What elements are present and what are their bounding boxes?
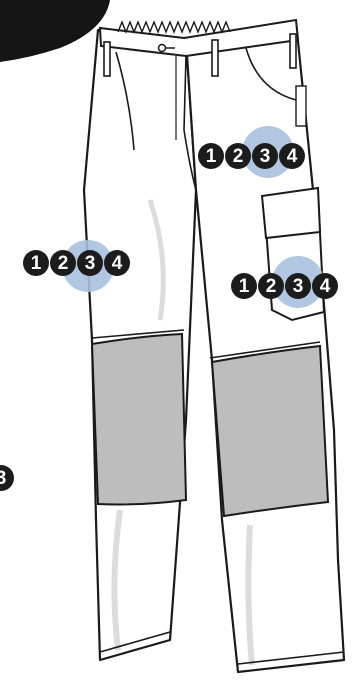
badge-group-hip-right: 1 2 3 4	[198, 143, 305, 169]
phone-pocket	[296, 86, 306, 126]
waist-button	[159, 45, 166, 52]
number-badge: 2	[258, 273, 284, 299]
badge-group-thigh-left: 1 2 3 4	[23, 250, 130, 276]
number-badge: 4	[279, 143, 305, 169]
number-badge: 3	[77, 250, 103, 276]
elastic-ruching	[118, 22, 230, 32]
number-badge: 2	[50, 250, 76, 276]
knee-pad-right	[212, 346, 328, 516]
belt-loop	[212, 40, 218, 76]
number-badge: 2	[225, 143, 251, 169]
number-badge: 1	[198, 143, 224, 169]
belt-loop	[290, 34, 296, 68]
number-badge: 3	[252, 143, 278, 169]
knee-pad-left	[92, 334, 186, 505]
number-badge: 1	[23, 250, 49, 276]
number-badge: 4	[104, 250, 130, 276]
dark-banner-shape	[0, 0, 110, 62]
cargo-pocket-flap	[262, 188, 320, 238]
number-badge: 1	[231, 273, 257, 299]
number-badge: 4	[312, 273, 338, 299]
badge-group-cargo-pocket: 1 2 3 4	[231, 273, 338, 299]
belt-loop	[104, 42, 110, 76]
number-badge: 3	[285, 273, 311, 299]
